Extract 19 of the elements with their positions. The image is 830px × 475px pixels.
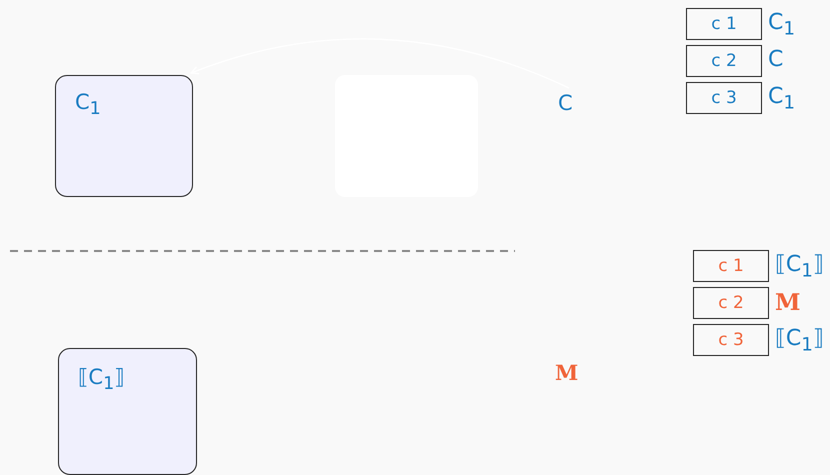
curved-arrow — [190, 38, 570, 89]
value-text: ⟦C$_{1}$⟧ — [775, 328, 824, 355]
value-text: C$_{1}$ — [768, 86, 796, 113]
slot-label: c 2 — [710, 53, 738, 70]
value-text: C$_{1}$ — [768, 12, 796, 39]
box-label: ⟦C$_{1}$⟧ — [78, 367, 125, 394]
slot-label: c 1 — [710, 16, 738, 33]
rounded-box — [55, 75, 193, 197]
box-label: C$_{1}$ — [75, 92, 101, 119]
symbol-text: M — [555, 362, 578, 383]
symbol-text: C — [558, 90, 580, 116]
slot-label: c 2 — [717, 295, 745, 312]
slot-label: c 1 — [717, 258, 745, 275]
slot-label: c 3 — [710, 90, 738, 107]
value-text: M — [775, 291, 800, 314]
rounded-box — [58, 348, 197, 475]
value-text: ⟦C$_{1}$⟧ — [775, 254, 824, 281]
slot-label: c 3 — [717, 332, 745, 349]
value-text: C — [768, 49, 784, 71]
